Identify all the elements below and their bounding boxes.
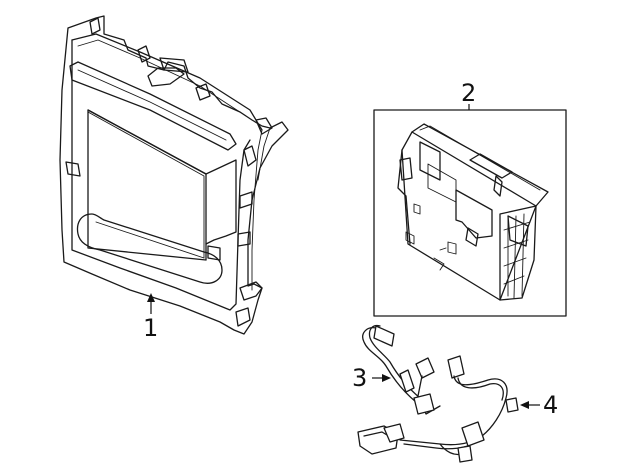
callout-1: 1: [143, 293, 158, 342]
part-4-harness[interactable]: [357, 355, 519, 463]
part-2-frame: [373, 109, 567, 317]
callout-3-label: 3: [352, 364, 367, 392]
callout-3: 3: [352, 364, 391, 392]
callout-4: 4: [520, 391, 558, 419]
callout-1-label: 1: [143, 314, 158, 342]
callout-4-label: 4: [543, 391, 558, 419]
callout-2: 2: [461, 79, 476, 110]
part-1-bezel-panel[interactable]: [59, 15, 289, 335]
callout-2-label: 2: [461, 79, 476, 107]
part-3-harness[interactable]: [362, 324, 441, 415]
part-2-radio-module[interactable]: [373, 109, 567, 317]
